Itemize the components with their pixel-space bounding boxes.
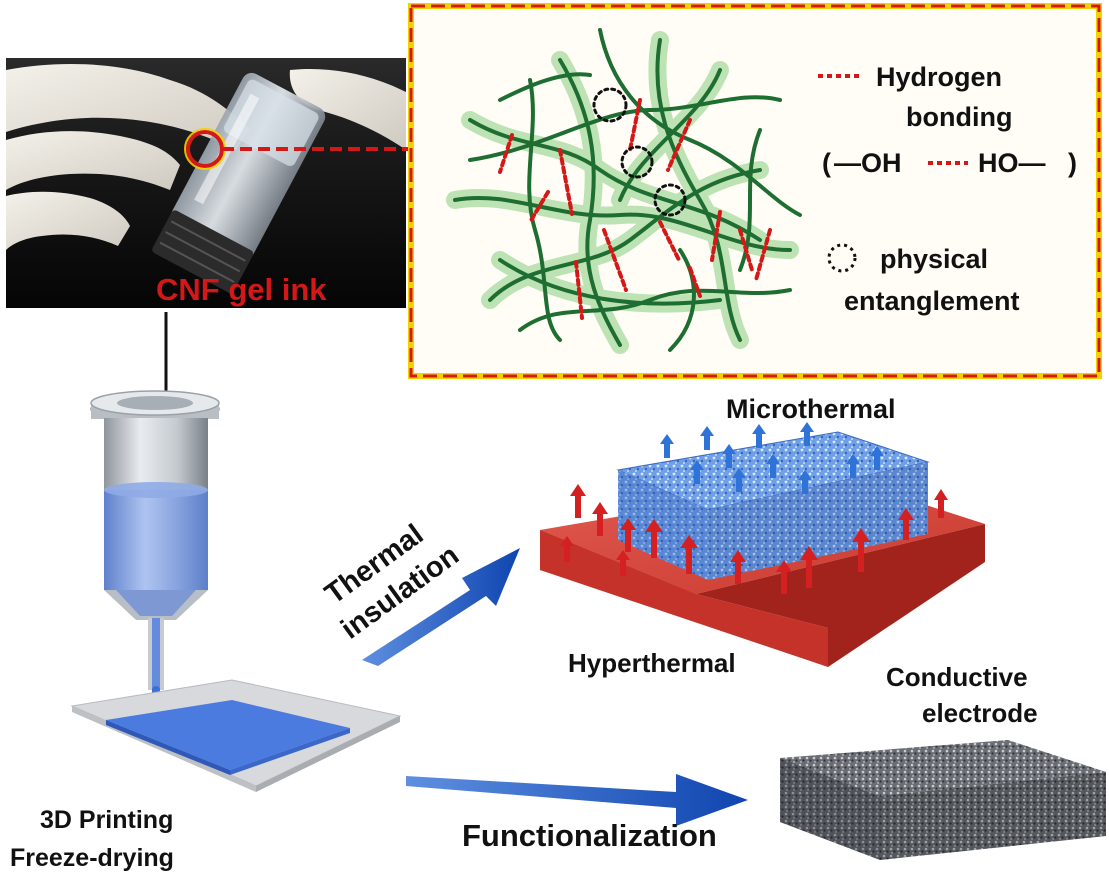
legend-hbond-line1: Hydrogen (876, 62, 1002, 92)
thermal-demo (540, 422, 985, 667)
thermal-insulation-arrow (362, 548, 520, 666)
cold-arrows (660, 422, 884, 494)
legend-entangle-line2: entanglement (844, 286, 1020, 316)
formula-ho: HO— (978, 148, 1046, 178)
photo-caption: CNF gel ink (156, 272, 327, 307)
functionalization-arrow (406, 774, 748, 826)
legend-entangle-line1: physical (880, 244, 988, 274)
process-label-line1: 3D Printing (40, 806, 173, 834)
functionalization-label: Functionalization (462, 818, 717, 853)
heat-arrows (560, 484, 948, 594)
microthermal-label: Microthermal (726, 394, 896, 424)
formula-oh: —OH (834, 148, 902, 178)
fiber-network (446, 28, 802, 354)
syringe-printer (70, 390, 402, 792)
electrode-label-line2: electrode (922, 698, 1038, 728)
entanglement-legend-swatch (827, 243, 857, 273)
formula-open-paren: ( (822, 148, 831, 178)
inset-legend: Hydrogen bonding ( —OH HO— ) physical en… (818, 62, 1077, 316)
printed-sheet (106, 700, 350, 770)
inset-border (409, 4, 1101, 378)
fiber-network-inset: Hydrogen bonding ( —OH HO— ) physical en… (408, 3, 1102, 379)
electrode-label-line1: Conductive (886, 662, 1028, 692)
formula-close-paren: ) (1068, 148, 1077, 178)
legend-hbond-line2: bonding (906, 102, 1012, 132)
conductive-electrode (780, 740, 1106, 860)
vial-photo: CNF gel ink (6, 58, 406, 308)
hyperthermal-label: Hyperthermal (568, 648, 736, 678)
process-label-line2: Freeze-drying (10, 844, 174, 872)
